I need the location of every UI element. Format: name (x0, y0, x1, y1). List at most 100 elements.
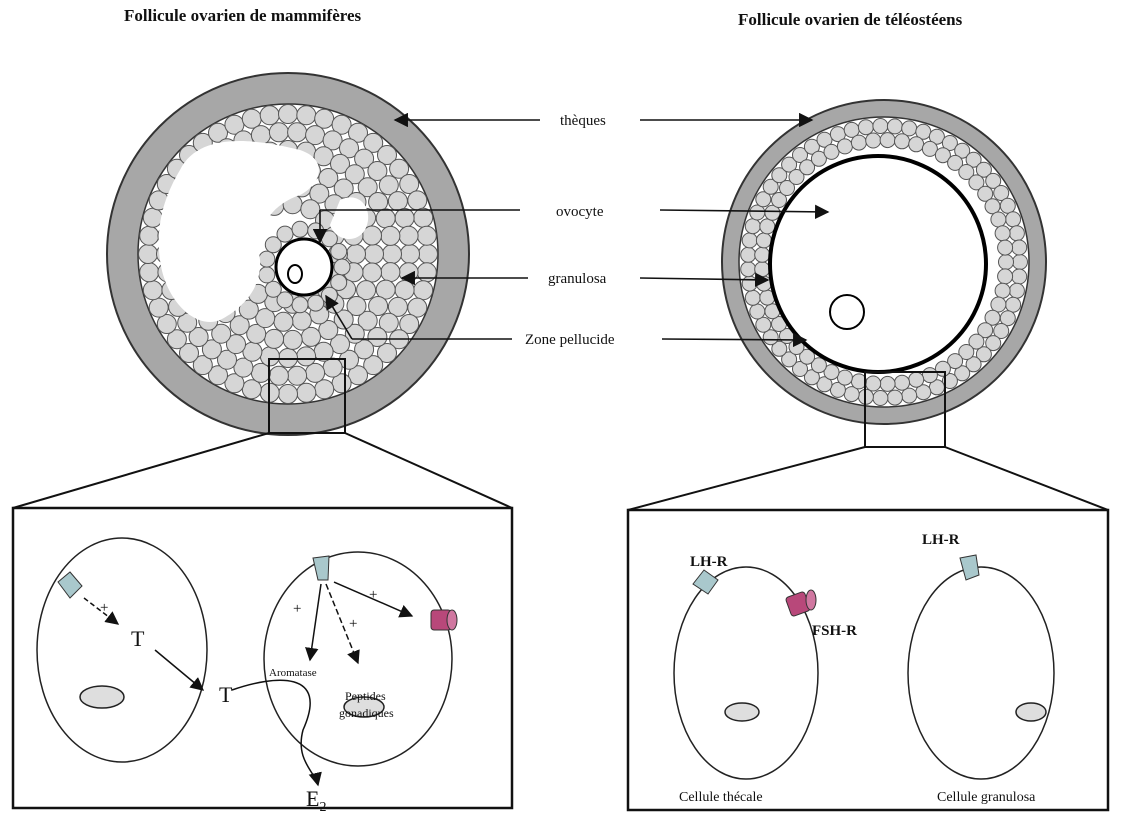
granulosa-cell (395, 281, 414, 300)
mammal-follicle (107, 73, 469, 435)
granulosa-cell (742, 233, 757, 248)
label-lhr-granulosa: LH-R (922, 532, 960, 548)
granulosa-cell (745, 219, 760, 234)
label-peptides-2: gonadiques (339, 706, 394, 720)
granulosa-cell (887, 119, 902, 134)
granulosa-cell (1012, 269, 1027, 284)
granulosa-cell (269, 366, 288, 385)
granulosa-cell (297, 347, 316, 366)
granulosa-cell (741, 247, 756, 262)
granulosa-cell (909, 372, 924, 387)
granulosa-cell (922, 368, 937, 383)
label-granulosa: granulosa (548, 271, 607, 287)
granulosa-cell (347, 245, 366, 264)
label-fshr: FSH-R (812, 623, 857, 639)
granulosa-cell (277, 226, 293, 242)
granulosa-cell (760, 219, 775, 234)
teleost-granulosa-cell (908, 567, 1054, 779)
granulosa-cell (259, 267, 275, 283)
granulosa-cell (837, 139, 852, 154)
arrow-zp-right (662, 339, 806, 340)
granulosa-cell (279, 105, 298, 124)
granulosa-cell (1000, 198, 1015, 213)
granulosa-cell (274, 312, 293, 331)
teleost-detail-panel: LH-R FSH-R LH-R Cellule thécale Cellule … (628, 510, 1108, 810)
granulosa-cell (1013, 255, 1028, 270)
granulosa-cell (991, 212, 1006, 227)
granulosa-cell (866, 133, 881, 148)
granulosa-cell (755, 247, 770, 262)
label-zone-pellucide: Zone pellucide (525, 332, 615, 348)
mammal-ovocyte-nucleus (288, 265, 302, 283)
granulosa-cell (909, 137, 924, 152)
granulosa-cell (283, 330, 302, 349)
granulosa-cell (866, 376, 881, 391)
plus-sign-4: + (369, 587, 377, 603)
granulosa-cell (1012, 240, 1027, 255)
granulosa-cell (417, 226, 436, 245)
granulosa-cell (895, 134, 910, 149)
granulosa-cell (837, 370, 852, 385)
zoom-line-left-b (345, 433, 512, 508)
zoom-line-right-b (945, 447, 1108, 510)
granulosa-cell (399, 263, 418, 282)
granulosa-cell (143, 281, 162, 300)
granulosa-cell (880, 133, 895, 148)
zoom-line-left-a (13, 433, 269, 508)
granulosa-cell (365, 245, 384, 264)
granulosa-cell (1006, 212, 1021, 227)
granulosa-cell (401, 245, 420, 264)
label-ovocyte: ovocyte (556, 204, 604, 220)
label-cellule-thecale: Cellule thécale (679, 790, 763, 805)
mammal-ovocyte (276, 239, 332, 295)
granulosa-cell (140, 226, 159, 245)
granulosa-cell (858, 120, 873, 135)
granulosa-cell (331, 244, 347, 260)
granulosa-cell (998, 269, 1013, 284)
granulosa-cell (259, 251, 275, 267)
granulosa-cell (292, 221, 308, 237)
granulosa-cell (288, 366, 307, 385)
granulosa-cell (419, 245, 438, 264)
label-theques: thèques (560, 113, 606, 129)
label-e2-sub: 2 (319, 800, 326, 815)
granulosa-cell (1009, 226, 1024, 241)
plus-sign-3: + (349, 616, 357, 632)
granulosa-cell (334, 259, 350, 275)
label-t-inside: T (131, 626, 145, 651)
granulosa-cell (383, 245, 402, 264)
granulosa-cell (417, 263, 436, 282)
granulosa-cell (265, 329, 284, 348)
granulosa-cell (750, 304, 765, 319)
granulosa-cell (308, 295, 324, 311)
granulosa-cell (297, 106, 316, 125)
label-cellule-granulosa: Cellule granulosa (937, 790, 1036, 805)
granulosa-cell (742, 276, 757, 291)
label-e2-base: E (306, 786, 319, 811)
teleost-ovocyte-nucleus (830, 295, 864, 329)
granulosa-cell (381, 263, 400, 282)
mammal-purple-receptor (431, 610, 457, 630)
granulosa-cell (376, 209, 395, 228)
granulosa-cell (999, 255, 1014, 270)
granulosa-cell (269, 123, 288, 142)
granulosa-cell (395, 209, 414, 228)
granulosa-cell (140, 263, 159, 282)
granulosa-cell (149, 298, 168, 317)
granulosa-cell (414, 281, 433, 300)
granulosa-cell (297, 383, 316, 402)
granulosa-cell (895, 375, 910, 390)
granulosa-cell (998, 240, 1013, 255)
granulosa-cell (265, 281, 281, 297)
teleost-follicle (722, 100, 1046, 447)
granulosa-cell (824, 144, 839, 159)
granulosa-cell (756, 233, 771, 248)
plus-sign-1: + (100, 600, 108, 616)
zoom-line-right-a (628, 447, 865, 510)
granulosa-cell (880, 376, 895, 391)
granulosa-cell (745, 290, 760, 305)
granulosa-cell (279, 385, 298, 404)
teleost-granulosa-nucleus (1016, 703, 1046, 721)
mammal-detail-panel: + T T + + + Aromatase Peptides gonadique… (13, 508, 512, 815)
